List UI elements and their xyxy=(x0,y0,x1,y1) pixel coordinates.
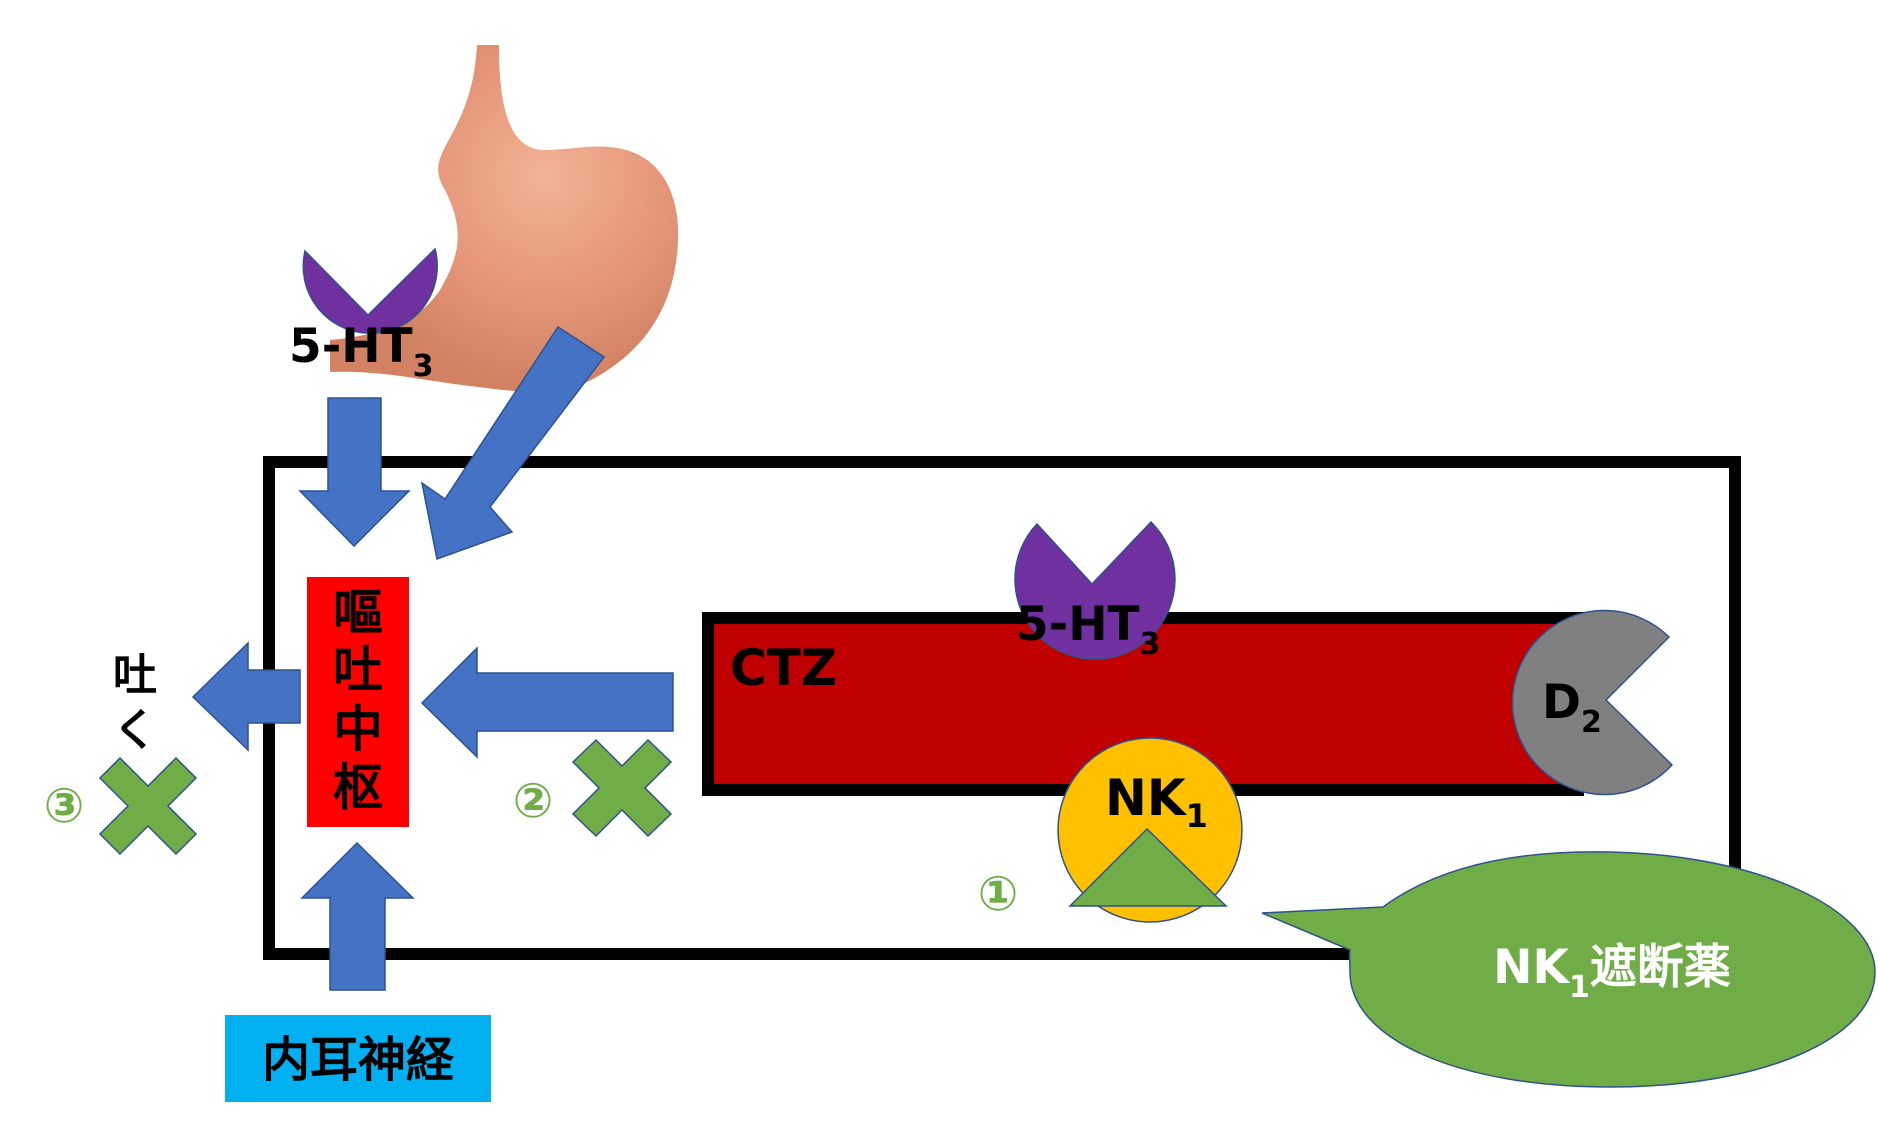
vomiting-center-char-2: 吐 xyxy=(333,641,383,699)
vomiting-center-char-3: 中 xyxy=(333,700,383,758)
arrow-vomit-left xyxy=(191,641,301,752)
nk1-antagonist-triangle xyxy=(1068,827,1228,907)
d2-label: D2 xyxy=(1542,675,1602,740)
gut-5ht3-label: 5-HT3 xyxy=(289,319,433,384)
nk1-label: NK1 xyxy=(1105,769,1208,835)
arrow-ctz-to-center xyxy=(420,646,674,759)
step-2-number: ② xyxy=(513,773,554,829)
ctz-label: CTZ xyxy=(730,639,837,697)
vomiting-center-box xyxy=(307,577,409,827)
arrow-inner-ear-up xyxy=(300,841,415,991)
block-x-icon xyxy=(571,738,673,838)
step-1-number: ① xyxy=(978,866,1019,922)
step-3-number: ③ xyxy=(44,778,85,834)
vomiting-center-char-4: 枢 xyxy=(333,759,383,817)
receptor-5ht3-shape xyxy=(302,247,438,334)
block-step-2: ② xyxy=(513,738,673,838)
gut-5ht3-receptor: 5-HT3 xyxy=(289,247,438,384)
drug-callout-bubble: NK1遮断薬 xyxy=(1261,851,1876,1088)
block-step-1: ① xyxy=(978,866,1019,922)
vomiting-center: 嘔 吐 中 枢 xyxy=(307,577,409,827)
arrow-gut-5ht3-down xyxy=(298,397,411,548)
vomit-char-1: 吐 xyxy=(113,650,157,701)
receptor-d2-shape xyxy=(1511,609,1674,796)
receptor-5ht3-shape xyxy=(1014,520,1176,660)
ctz-5ht3-receptor: 5-HT3 xyxy=(1014,520,1176,662)
arrow-stomach-diagonal xyxy=(420,325,606,561)
ctz-5ht3-label: 5-HT3 xyxy=(1016,597,1160,662)
inner-ear-nerve-box xyxy=(225,1015,491,1102)
vomit-action-label: 吐 く xyxy=(113,650,157,756)
vomit-char-2: く xyxy=(113,705,157,756)
block-x-icon xyxy=(98,756,198,856)
vomiting-center-char-1: 嘔 xyxy=(333,584,383,642)
callout-text: NK1遮断薬 xyxy=(1493,940,1731,1005)
d2-receptor: D2 xyxy=(1511,609,1674,796)
inner-ear-nerve-label: 内耳神経 xyxy=(262,1032,455,1088)
stomach-shape xyxy=(330,45,679,393)
stomach-illustration xyxy=(330,45,679,393)
nk1-receptor: NK1 xyxy=(1057,737,1243,923)
inner-ear-nerve: 内耳神経 xyxy=(225,1015,491,1102)
block-step-3: ③ xyxy=(44,756,198,856)
callout-shape xyxy=(1261,851,1876,1088)
